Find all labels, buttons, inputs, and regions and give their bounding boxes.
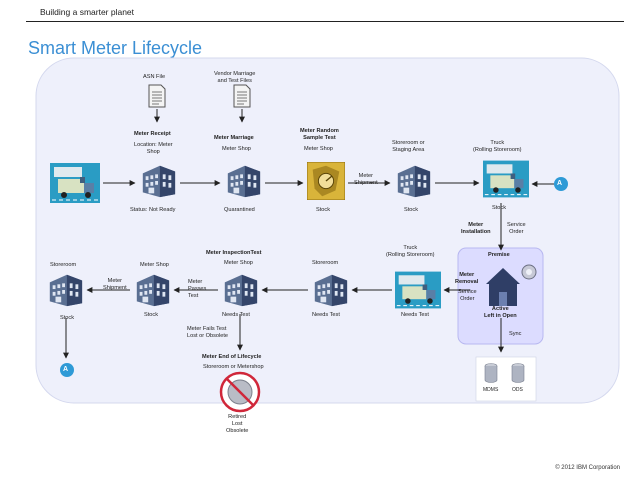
truck-icon (483, 160, 529, 198)
staging-label: Storeroom or Staging Area (392, 140, 425, 153)
truck-icon (395, 271, 441, 309)
end-of-lifecycle-location: Storeroom or Metershop (203, 364, 264, 370)
retired-label: Retired Lost Obsolete (226, 414, 249, 434)
header-tagline: Building a smarter planet (40, 7, 135, 17)
random-sample-heading: Meter Random Sample Test (300, 128, 339, 141)
database-icon (511, 363, 525, 383)
meter-shipment-2-label: Meter Shipment (103, 278, 127, 291)
connector-a-icon (554, 177, 568, 191)
main-panel (35, 57, 620, 404)
storeroom-mid-label: Storeroom (312, 260, 339, 266)
meter-marriage-location: Meter Shop (222, 146, 251, 152)
meter-marriage-heading: Meter Marriage (214, 135, 254, 141)
meter-fails-label: Meter Fails Test Lost or Obsolete (187, 326, 229, 339)
meter-receipt-heading: Meter Receipt (134, 131, 171, 137)
meter-removal-label: Meter Removal (455, 272, 479, 285)
ods-label: ODS (512, 387, 523, 393)
meter-shipment-label: Meter Shipment (354, 173, 378, 186)
storeroom-left-label: Storeroom (50, 262, 77, 268)
meter-shop-left-label: Meter Shop (140, 262, 169, 268)
meter-receipt-status: Status: Not Ready (130, 207, 176, 213)
asn-file-label: ASN File (143, 74, 166, 80)
service-order-2-label: Service Order (458, 289, 477, 302)
connector-a-icon (60, 363, 74, 377)
meter-receipt-location: Location: Meter Shop (134, 142, 173, 155)
retired-meter-icon (219, 371, 261, 413)
document-icon (148, 84, 166, 108)
sync-label: Sync (509, 331, 522, 337)
meter-shop-left-status: Stock (144, 312, 158, 318)
service-order-label: Service Order (507, 222, 526, 235)
truck-status: Stock (492, 205, 506, 211)
meter-icon (521, 264, 537, 280)
staging-status: Stock (404, 207, 418, 213)
house-icon (486, 268, 520, 306)
inspection-status: Needs Test (222, 312, 250, 318)
connector-a-bottom-label: A (63, 366, 69, 373)
meter-icon (307, 162, 345, 200)
meter-passes-label: Meter Passes Test (188, 279, 207, 299)
meter-installation-label: Meter Installation (461, 222, 491, 235)
inspection-heading: Meter InspectionTest (206, 250, 262, 256)
document-icon (233, 84, 251, 108)
premise-label: Premise (488, 252, 510, 258)
storeroom-left-status: Stock (60, 315, 74, 321)
storeroom-mid-status: Needs Test (312, 312, 340, 318)
page-title: Smart Meter Lifecycle (28, 38, 203, 58)
vendor-marriage-label: Vendor Marriage and Test Files (214, 71, 256, 84)
truck-label: Truck (Rolling Storeroom) (473, 140, 522, 153)
end-of-lifecycle-heading: Meter End of Lifecycle (202, 354, 262, 360)
copyright: © 2012 IBM Corporation (555, 465, 620, 471)
mdms-label: MDMS (483, 387, 499, 393)
truck2-status: Needs Test (401, 312, 429, 318)
truck-icon (50, 163, 100, 203)
database-icon (484, 363, 498, 383)
inspection-location: Meter Shop (224, 260, 253, 266)
meter-marriage-status: Quarantined (224, 207, 255, 213)
random-sample-status: Stock (316, 207, 330, 213)
active-label: Active Left in Open (484, 306, 517, 319)
connector-a-label: A (557, 180, 563, 187)
header-divider (26, 21, 624, 22)
truck2-label: Truck (Rolling Storeroom) (386, 245, 435, 258)
random-sample-location: Meter Shop (304, 146, 333, 152)
